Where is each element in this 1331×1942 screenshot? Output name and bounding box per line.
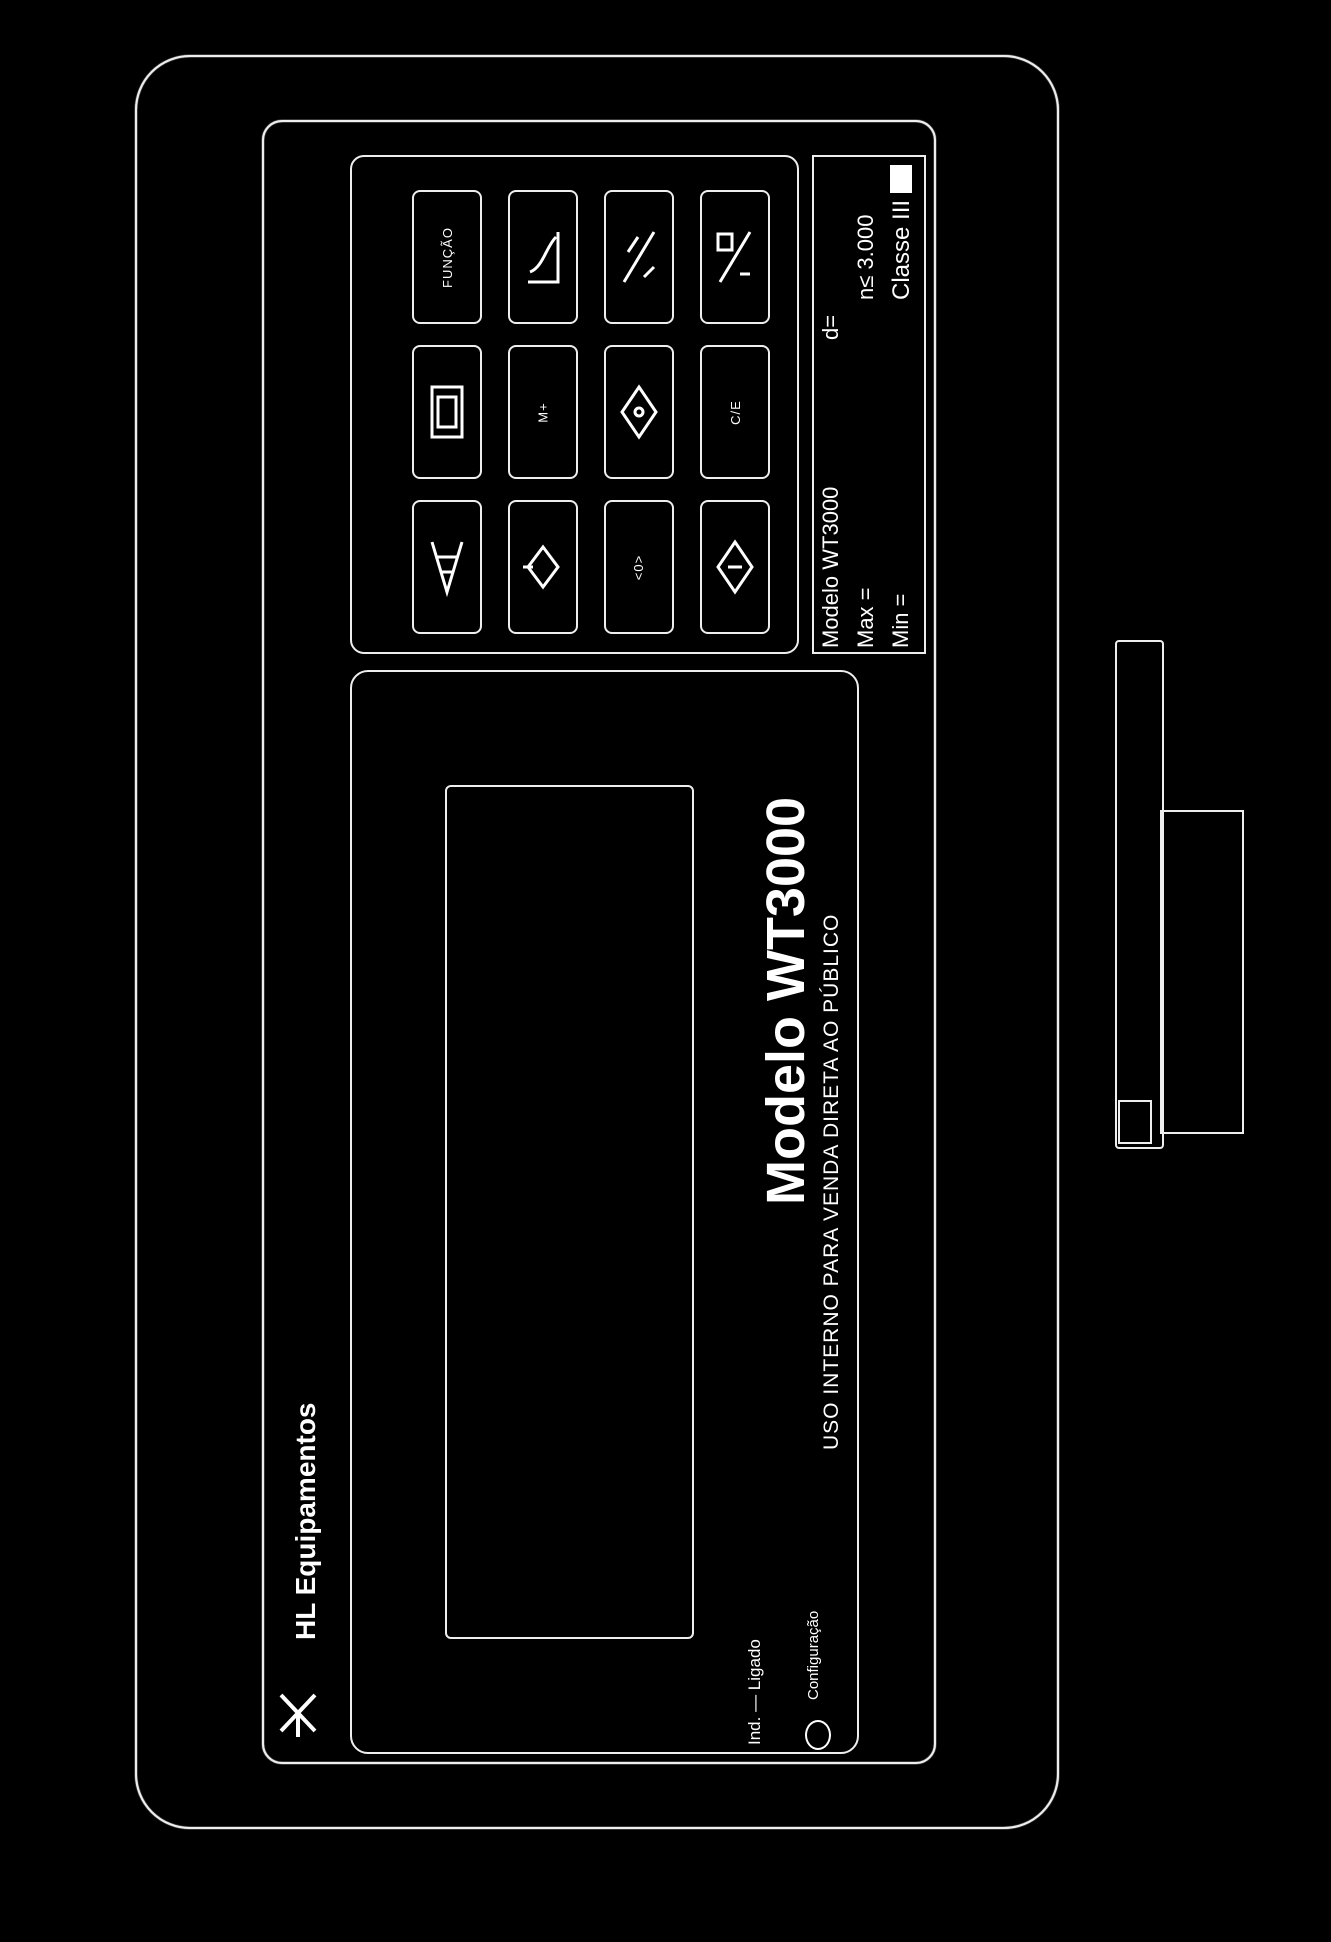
model-subtitle: USO INTERNO PARA VENDA DIRETA AO PÚBLICO: [820, 913, 843, 1450]
brand-logo-icon: [275, 1685, 321, 1741]
percent-key[interactable]: [604, 190, 674, 324]
keypad-frame: [350, 155, 799, 654]
spec-class-mark: [890, 165, 912, 193]
up-key[interactable]: [508, 500, 578, 634]
spec-d: d=: [818, 314, 843, 340]
lcd-display: [445, 785, 694, 1639]
front-panel: [262, 120, 936, 1764]
nav-key[interactable]: [604, 345, 674, 479]
printer-icon: [430, 385, 464, 439]
print-key[interactable]: [412, 345, 482, 479]
keypad: FUNÇÃO M+ <0> C/E: [350, 155, 795, 650]
model-title: Modelo WT3000: [756, 796, 816, 1205]
status-label: Ind. — Ligado: [745, 1639, 764, 1745]
side-connector: [1115, 640, 1164, 1149]
curve-icon: [528, 232, 560, 284]
left-key[interactable]: <0>: [604, 500, 674, 634]
spec-min: Min =: [888, 593, 913, 648]
device-housing: [135, 55, 1059, 1829]
percent-icon: [622, 231, 656, 283]
spec-max: Max =: [853, 587, 878, 648]
spec-e: n≤ 3.000: [853, 214, 878, 300]
stack-icon: [430, 541, 464, 598]
diamond-arrows-icon: [620, 384, 658, 440]
scroll-label: Configuração: [805, 1610, 822, 1700]
chart-key[interactable]: [508, 190, 578, 324]
slash-zero-icon: [716, 231, 752, 283]
side-connector-outer: [1160, 810, 1244, 1134]
side-connector-tab: [1118, 1100, 1152, 1144]
spec-class: Classe III: [888, 199, 915, 300]
function-key[interactable]: FUNÇÃO: [412, 190, 482, 324]
clear-key[interactable]: C/E: [700, 345, 770, 479]
mem-key[interactable]: M+: [508, 345, 578, 479]
diamond-down-icon: [716, 539, 754, 595]
brand-name: HL Equipamentos: [290, 1402, 321, 1640]
spec-model: Modelo WT3000: [818, 486, 843, 648]
zero-key[interactable]: [700, 190, 770, 324]
display-bezel: [350, 670, 859, 1754]
status-led: [805, 1720, 831, 1750]
down-key[interactable]: [700, 500, 770, 634]
arrow-up-icon: [523, 544, 560, 590]
spec-label-box: [812, 155, 926, 654]
tare-key[interactable]: [412, 500, 482, 634]
